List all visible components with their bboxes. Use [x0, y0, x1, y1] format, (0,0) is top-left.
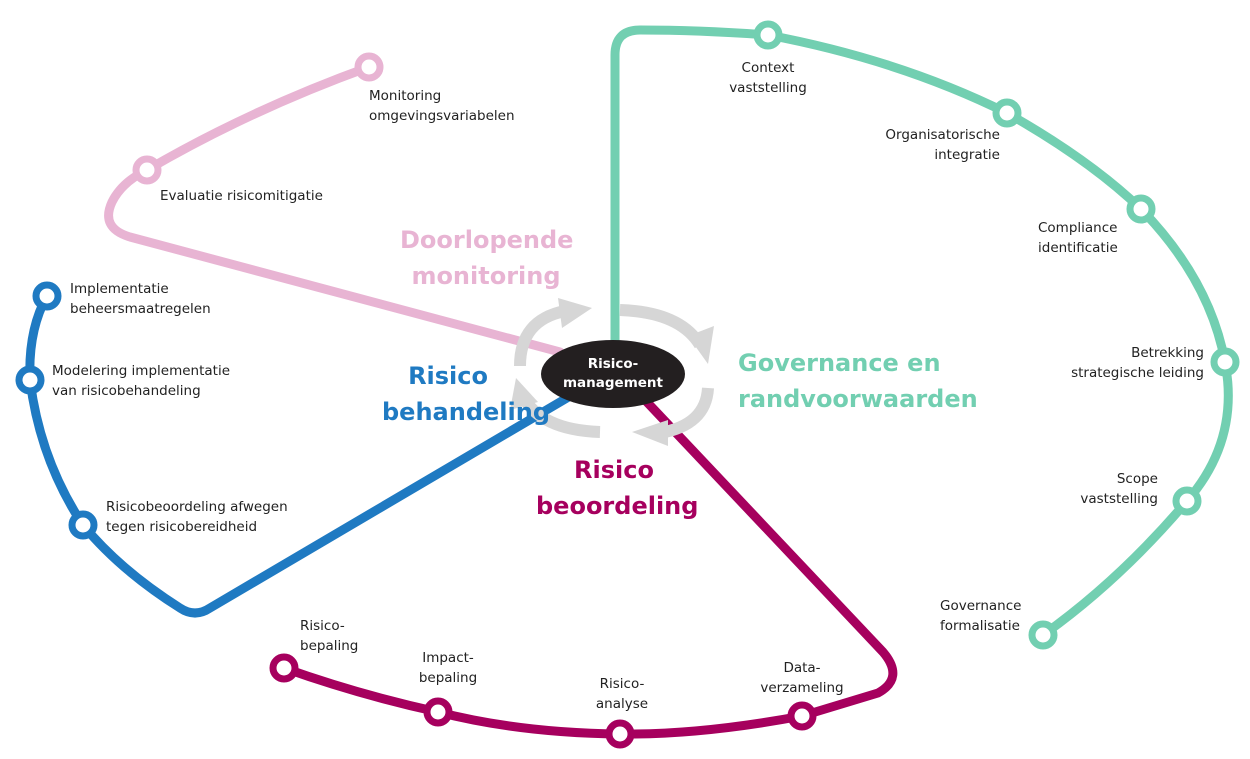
- station-label-evaluatie-risicomitigatie: Evaluatie risicomitigatie: [160, 188, 323, 204]
- cycle-arrow-top-right: [619, 304, 706, 349]
- station-label-risicobeoordeling-afwegen: Risicobeoordeling afwegen tegen risicobe…: [106, 499, 288, 535]
- station-governance-3: [1126, 194, 1156, 224]
- center-node-risicomanagement: Risico- management: [541, 340, 685, 408]
- behandeling-line: [25, 291, 577, 618]
- station-label-compliance-identificatie: Compliance identificatie: [1038, 220, 1118, 256]
- station-label-impact-bepaling: Impact- bepaling: [418, 650, 478, 686]
- cycle-arrow-head-bottom-right: [632, 420, 668, 446]
- cycle-arrows: [510, 298, 714, 446]
- cycle-arrow-top-left: [514, 305, 567, 367]
- phase-title-behandeling: Risico behandeling: [382, 362, 550, 426]
- phase-title-beoordeling: Risico beoordeling: [536, 456, 699, 520]
- cycle-arrow-head-bottom-left: [510, 378, 538, 410]
- stations: [15, 20, 1240, 749]
- phase-title-governance: Governance en randvoorwaarden: [738, 349, 978, 413]
- station-beoordeling-4: [269, 653, 299, 683]
- station-label-data-verzameling: Data- verzameling: [760, 660, 844, 696]
- cycle-arrow-bottom-right: [658, 387, 714, 439]
- station-behandeling-1: [68, 510, 98, 540]
- cycle-arrow-head-top-right: [688, 326, 714, 364]
- center-label: Risico- management: [562, 356, 663, 391]
- station-beoordeling-3: [423, 697, 453, 727]
- station-label-modelering-implementatie: Modelering implementatie van risicobehan…: [52, 363, 231, 399]
- station-beoordeling-2: [605, 719, 635, 749]
- station-label-governance-formalisatie: Governance formalisatie: [940, 598, 1022, 634]
- station-label-betrekking-strategische-leiding: Betrekking strategische leiding: [1071, 345, 1204, 381]
- station-label-organisatorische-integratie: Organisatorische integratie: [885, 127, 1000, 163]
- cycle-arrow-head-top-left: [558, 298, 592, 328]
- phase-title-monitoring: Doorlopende monitoring: [400, 226, 574, 290]
- station-behandeling-3: [32, 281, 62, 311]
- station-beoordeling-1: [787, 701, 817, 731]
- station-label-risico-analyse: Risico- analyse: [595, 676, 649, 712]
- station-label-scope-vaststelling: Scope vaststelling: [1080, 471, 1158, 507]
- station-behandeling-2: [15, 365, 45, 395]
- station-monitoring-1: [354, 52, 384, 82]
- station-monitoring-2: [132, 155, 162, 185]
- station-governance-5: [1172, 486, 1202, 516]
- station-label-implementatie-beheersmaatregelen: Implementatie beheersmaatregelen: [70, 281, 211, 317]
- station-governance-1: [753, 20, 783, 50]
- station-label-context-vaststelling: Context vaststelling: [729, 60, 807, 96]
- station-label-risico-bepaling: Risico- bepaling: [300, 618, 359, 654]
- station-governance-6: [1028, 620, 1058, 650]
- station-label-monitoring-omgevingsvariabelen: Monitoring omgevingsvariabelen: [369, 88, 515, 124]
- station-governance-2: [992, 98, 1022, 128]
- station-governance-4: [1210, 347, 1240, 377]
